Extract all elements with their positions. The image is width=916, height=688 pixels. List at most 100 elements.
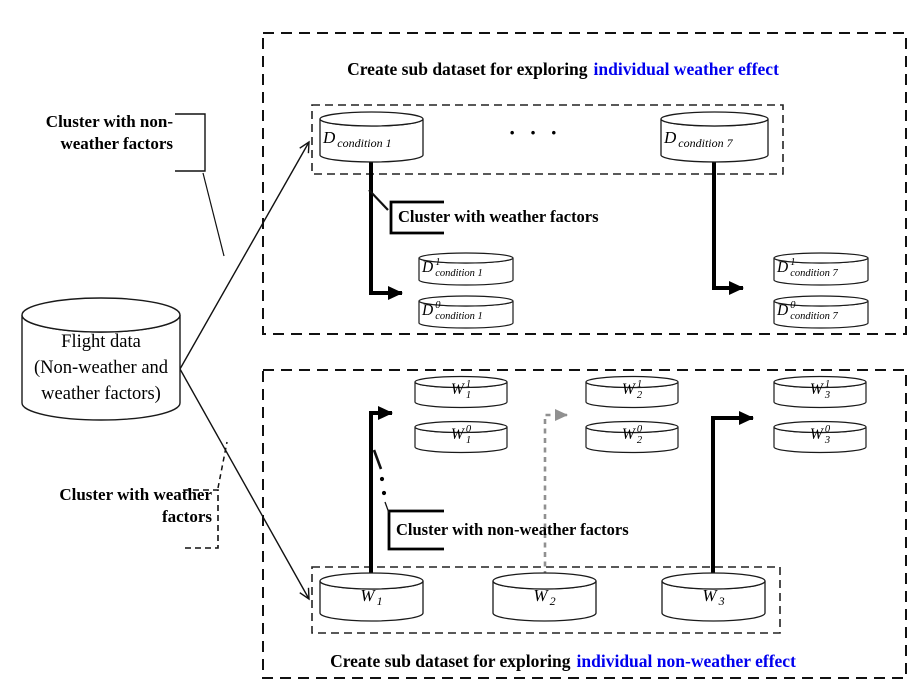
math-sub: 2 [636,435,643,446]
math-sub: 3 [824,435,831,446]
cylinder-w1-sup1 [414,375,508,409]
math-sub: condition 7 [678,135,733,150]
math-sub: 1 [376,593,383,608]
math-main: W [809,426,823,444]
math-sub: 2 [636,390,643,401]
cluster-weather-factors-label: Cluster with weather factors [398,207,599,226]
math-main: D [777,302,789,320]
condition-cylinders-group-border [311,104,784,175]
flight-data-cylinder [21,297,181,421]
math-sub: 2 [549,593,556,608]
math-main: D [422,259,434,277]
vertical-ellipsis-dots [379,476,387,496]
w-cylinders-group-border [311,566,781,634]
math-sup: 0 [465,423,472,435]
math-main: D [323,127,336,147]
math-main: W [360,585,375,605]
cylinder-w3-sup0 [773,420,867,454]
math-main: D [664,127,677,147]
math-sup: 1 [465,378,472,390]
math-sub: condition 1 [337,135,392,150]
callout-line: Cluster with non- [45,112,173,131]
callout-cluster-weather: Cluster with weather factors [38,484,212,527]
math-sub: 3 [718,593,725,608]
arrow-w2-split-dashed [543,409,568,576]
cylinder-d-condition-7 [660,111,769,163]
callout-cluster-non-weather: Cluster with non- weather factors [28,111,173,154]
math-sub: 3 [824,390,831,401]
math-sup: 1 [790,256,796,268]
math-sup: 1 [435,256,441,268]
cylinder-w3-sup1 [773,375,867,409]
cylinder-d0-condition-7 [773,295,869,329]
math-sup: 0 [790,299,796,311]
leader-cluster-non-weather [175,113,225,257]
callout-line: factors [161,506,212,526]
math-sub: condition 1 [435,311,483,322]
math-main: D [777,259,789,277]
weather-box-title-black: Create sub dataset for exploring [347,59,588,79]
weather-effect-box-border [262,32,907,335]
cylinder-d0-condition-1 [418,295,514,329]
math-sub: 1 [465,390,472,401]
arrow-flight-to-weather-cluster [179,140,310,370]
math-main: W [533,585,548,605]
math-sup: 0 [824,423,831,435]
arrow-w1-split [369,406,393,576]
arrow-w3-split [711,411,754,578]
nonweather-box-title-blue: individual non-weather effect [576,651,796,671]
arrow-cond7-split [712,157,744,295]
math-main: W [450,426,464,444]
cylinder-w2-sup0 [585,420,679,454]
horizontal-ellipsis: · · · [508,120,562,145]
callout-line: Cluster with weather [59,485,212,504]
cluster-nonweather-factors-label: Cluster with non-weather factors [396,520,629,539]
arrow-flight-to-nonweather-cluster [179,368,310,601]
bracket-cluster-nonweather-label [372,449,444,551]
math-main: W [702,585,717,605]
cylinder-d1-condition-1 [418,252,514,286]
flight-data-line: (Non-weather and [33,358,169,378]
cylinder-w1 [319,572,424,622]
math-sup: 1 [824,378,831,390]
math-sup: 1 [636,378,643,390]
math-sub: condition 7 [790,268,838,279]
cylinder-d1-condition-7 [773,252,869,286]
nonweather-effect-box-border [262,369,907,679]
weather-box-title-blue: individual weather effect [593,59,779,79]
math-sub: condition 1 [435,268,483,279]
flight-data-line: weather factors) [41,384,161,404]
cylinder-w2 [492,572,597,622]
flight-data-line: Flight data [61,332,141,352]
cylinder-w3 [661,572,766,622]
cylinder-w2-sup1 [585,375,679,409]
math-main: W [621,381,635,399]
math-main: W [450,381,464,399]
bracket-cluster-weather-label [368,189,444,235]
math-main: W [809,381,823,399]
math-main: D [422,302,434,320]
callout-line: weather factors [60,133,173,153]
math-sup: 0 [636,423,643,435]
cylinder-w1-sup0 [414,420,508,454]
math-sub: 1 [465,435,472,446]
math-main: W [621,426,635,444]
math-sub: condition 7 [790,311,838,322]
nonweather-box-title-black: Create sub dataset for exploring [330,651,571,671]
